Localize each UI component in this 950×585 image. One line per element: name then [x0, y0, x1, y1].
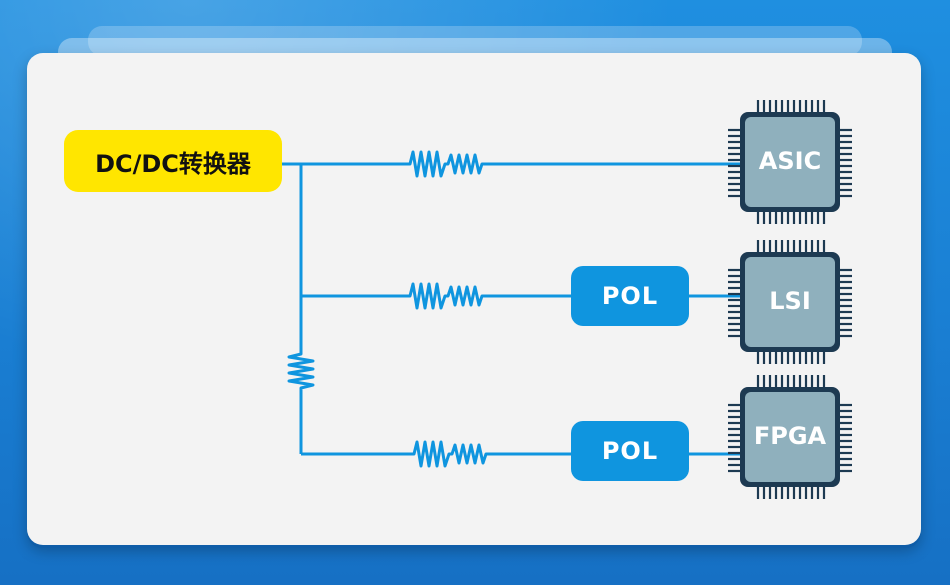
dcdc-converter-box: DC/DC转换器 — [64, 130, 282, 192]
pol-box: POL — [571, 266, 689, 326]
dcdc-converter-label: DC/DC转换器 — [95, 149, 251, 178]
pol-label: POL — [601, 437, 659, 465]
resistor-icon — [406, 440, 494, 468]
chip-label-lsi: LSI — [769, 287, 811, 315]
resistor-icon — [287, 348, 315, 394]
resistor-icon — [402, 150, 490, 178]
chip-label-asic: ASIC — [758, 147, 822, 175]
card-stack-back — [88, 26, 862, 56]
chip-label-fpga: FPGA — [753, 422, 827, 450]
pol-label: POL — [601, 282, 659, 310]
pol-box: POL — [571, 421, 689, 481]
resistor-icon — [402, 282, 490, 310]
